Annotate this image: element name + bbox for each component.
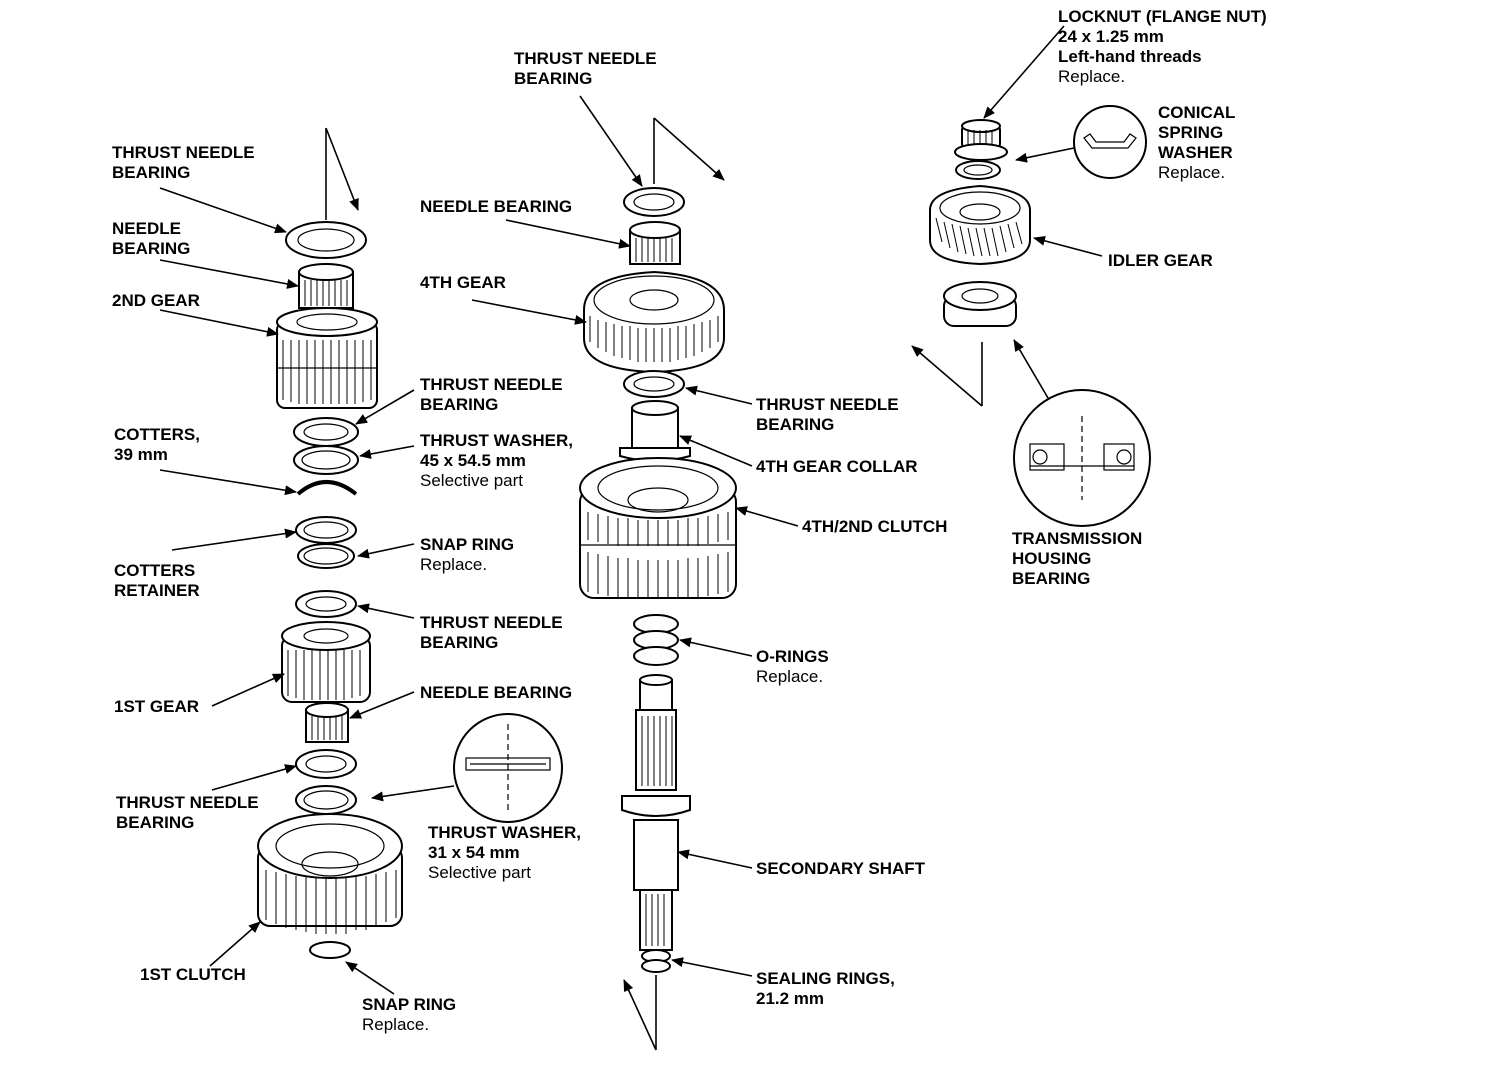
label-center-needle-bearing: NEEDLE BEARING [420,197,572,216]
label-first-clutch: 1ST CLUTCH [140,965,246,984]
center-needle-bearing-part [629,221,681,265]
secondary-shaft-assembly [579,117,737,1051]
label-o-rings: O-RINGS [756,647,829,666]
label-needle-bearing-mid: NEEDLE BEARING [420,683,572,702]
thrust-washer-45-part [293,445,359,475]
label-snap-ring-low: SNAP RING [362,995,456,1014]
label-thrust-washer-31-note: Selective part [428,863,531,882]
left-axis-arrow [325,127,359,211]
center-thrust-needle-bearing-part [623,370,685,398]
right-axis-arrow [911,345,983,407]
left-thrust-needle-bearing-low-part [295,749,357,779]
left-thrust-needle-bearing-top-part [285,221,367,259]
label-first-gear: 1ST GEAR [114,697,199,716]
label-sealing-rings: SEALING RINGS,21.2 mm [756,969,895,1008]
cotters-retainer-part [295,516,357,544]
conical-spring-washer-part [955,160,1001,180]
label-fourth-gear: 4TH GEAR [420,273,506,292]
conical-spring-washer-detail [1073,105,1147,179]
transmission-housing-bearing-detail [1013,389,1151,527]
label-second-gear: 2ND GEAR [112,291,200,310]
label-cotters: COTTERS,39 mm [114,425,200,464]
thrust-washer-31-part [295,785,357,815]
snap-ring-mid-part [297,543,355,569]
label-fourth-second-clutch: 4TH/2ND CLUTCH [802,517,947,536]
label-thrust-washer-45: THRUST WASHER,45 x 54.5 mm [420,431,573,470]
sealing-rings-part [641,949,671,973]
label-snap-ring-mid-note: Replace. [420,555,487,574]
secondary-shaft-part [621,674,691,951]
second-gear-part [276,307,378,409]
label-fourth-gear-collar: 4TH GEAR COLLAR [756,457,918,476]
label-thrust-washer-45-note: Selective part [420,471,523,490]
label-idler-gear: IDLER GEAR [1108,251,1213,270]
label-conical-spring-washer-note: Replace. [1158,163,1225,182]
label-secondary-shaft: SECONDARY SHAFT [756,859,926,878]
label-snap-ring-mid: SNAP RING [420,535,514,554]
first-clutch-part [257,813,403,934]
center-axis-arrow [653,117,725,181]
cotters-part [296,480,358,496]
left-thrust-needle-bearing-mid-part [293,417,359,447]
label-o-rings-note: Replace. [756,667,823,686]
leader-lines [159,25,1103,995]
idler-gear-assembly [911,119,1031,407]
fourth-second-clutch-part [579,457,737,599]
thrust-washer-31-detail [453,713,563,823]
snap-ring-low-part [309,941,351,959]
center-bottom-axis-arrow [623,979,657,1051]
idler-gear-part [929,184,1031,266]
label-thrust-washer-31: THRUST WASHER,31 x 54 mm [428,823,581,862]
center-thrust-needle-bearing-top-part [623,187,685,217]
left-needle-bearing-lower-part [305,702,349,743]
fourth-gear-collar-part [619,400,691,462]
label-locknut-note: Replace. [1058,67,1125,86]
label-snap-ring-low-note: Replace. [362,1015,429,1034]
left-thrust-needle-bearing-lower-part [295,590,357,618]
first-gear-part [281,621,371,703]
fourth-gear-part [583,270,725,374]
locknut-part [954,119,1008,161]
left-needle-bearing-part [298,263,354,309]
o-rings-part [633,614,679,666]
left-shaft-assembly [257,127,403,959]
transmission-housing-bearing-part [943,281,1017,327]
